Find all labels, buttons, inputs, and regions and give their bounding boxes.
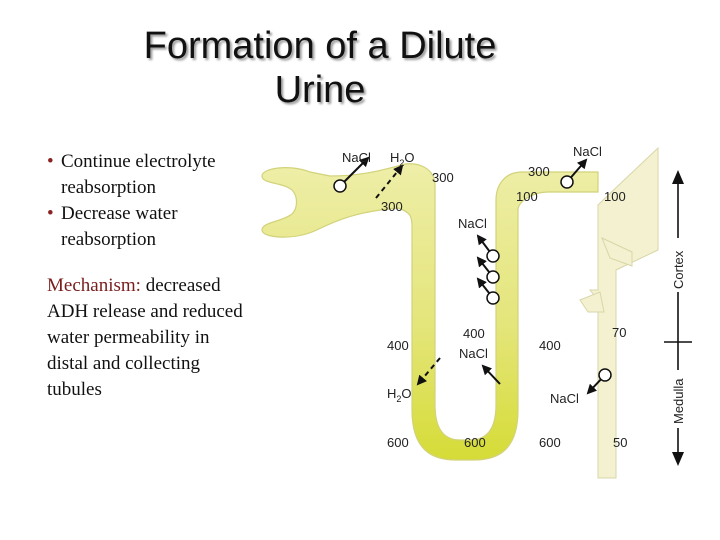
transporter-icon (487, 292, 499, 304)
osmolality-value: 600 (464, 435, 486, 450)
osmolality-value: 70 (612, 325, 626, 340)
osmolality-value: 50 (613, 435, 627, 450)
osmolality-value: 400 (539, 338, 561, 353)
nacl-label: NaCl (459, 346, 488, 361)
transporter-icon (561, 176, 573, 188)
transporter-icon (487, 271, 499, 283)
osmolality-value: 400 (387, 338, 409, 353)
osmolality-value: 600 (539, 435, 561, 450)
h2o-label: H2O (387, 386, 412, 404)
osmolality-value: 400 (463, 326, 485, 341)
osmolality-value: 300 (528, 164, 550, 179)
osmolality-value: 100 (516, 189, 538, 204)
nacl-label: NaCl (550, 391, 579, 406)
cortex-label: Cortex (671, 250, 686, 289)
osmolality-value: 300 (432, 170, 454, 185)
osmolality-value: 600 (387, 435, 409, 450)
osmolality-value: 300 (381, 199, 403, 214)
transporter-icon (487, 250, 499, 262)
depth-axis: Cortex Medulla (664, 170, 692, 466)
transporter-icon (599, 369, 611, 381)
osmolality-value: 100 (604, 189, 626, 204)
nephron-tubule (262, 164, 598, 460)
nacl-label: NaCl (458, 216, 487, 231)
transporter-icon (334, 180, 346, 192)
medulla-label: Medulla (671, 378, 686, 424)
nacl-label: NaCl (573, 144, 602, 159)
nacl-label: NaCl (342, 150, 371, 165)
